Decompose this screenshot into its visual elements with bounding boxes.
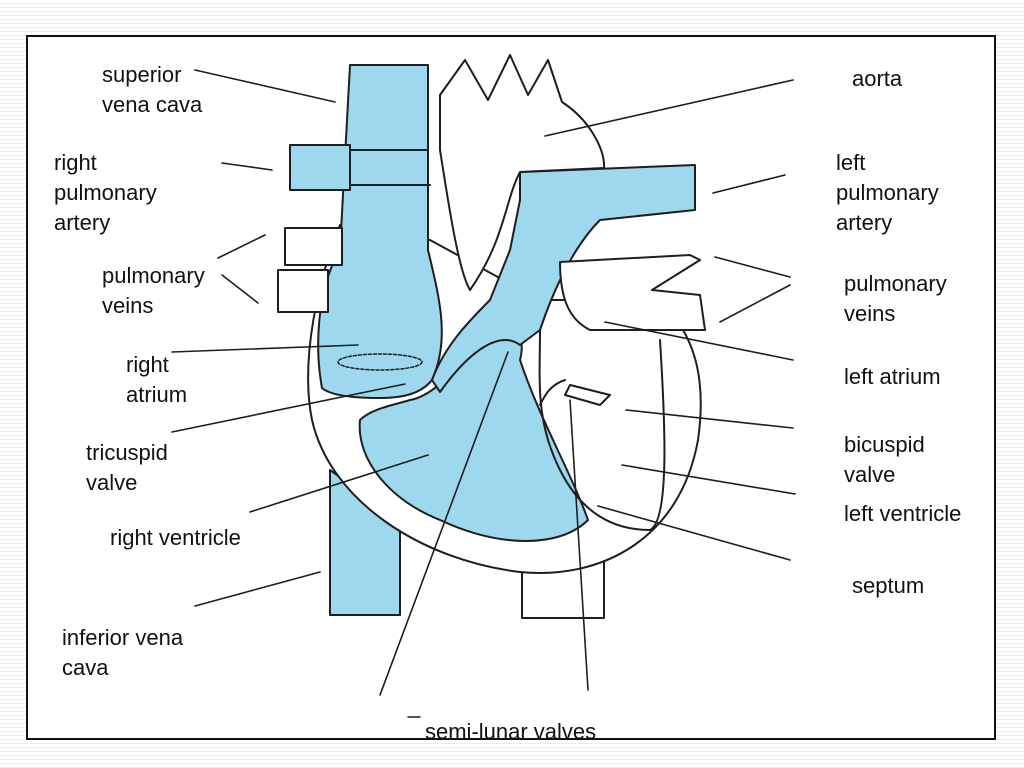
- label-right-pulmonary-artery: right pulmonary artery: [54, 150, 157, 235]
- label-tricuspid-valve: tricuspid valve: [86, 440, 168, 495]
- label-pulmonary-veins-right: pulmonary veins: [844, 271, 947, 326]
- aortic-arch: [439, 54, 606, 291]
- label-right-ventricle: right ventricle: [110, 525, 241, 550]
- label-left-atrium: left atrium: [844, 364, 941, 389]
- label-right-atrium: right atrium: [126, 352, 188, 407]
- bicuspid-valve-flaps: [539, 379, 611, 406]
- label-semi-lunar-valves: semi-lunar valves: [425, 719, 597, 744]
- label-superior-vena-cava: superior vena cava: [102, 62, 203, 117]
- label-septum: septum: [852, 573, 925, 598]
- pulmonary-trunk: [431, 164, 696, 393]
- label-aorta: aorta: [852, 66, 903, 91]
- label-left-ventricle: left ventricle: [844, 501, 962, 526]
- septum-wall: [538, 329, 666, 531]
- pulmonary-veins-left-shape: [277, 227, 343, 313]
- label-left-pulmonary-artery: left pulmonary artery: [836, 150, 939, 235]
- label-bicuspid-valve: bicuspid valve: [844, 432, 925, 487]
- right-ventricle-chamber: [358, 329, 589, 542]
- label-inferior-vena-cava: inferior vena cava: [62, 625, 184, 680]
- pulmonary-veins-right-shape: [559, 254, 706, 331]
- right-pulmonary-artery-shape: [289, 144, 351, 191]
- leader-lines: [171, 69, 796, 718]
- tricuspid-valve-ring: [337, 353, 423, 371]
- label-pulmonary-veins-left: pulmonary veins: [102, 263, 205, 318]
